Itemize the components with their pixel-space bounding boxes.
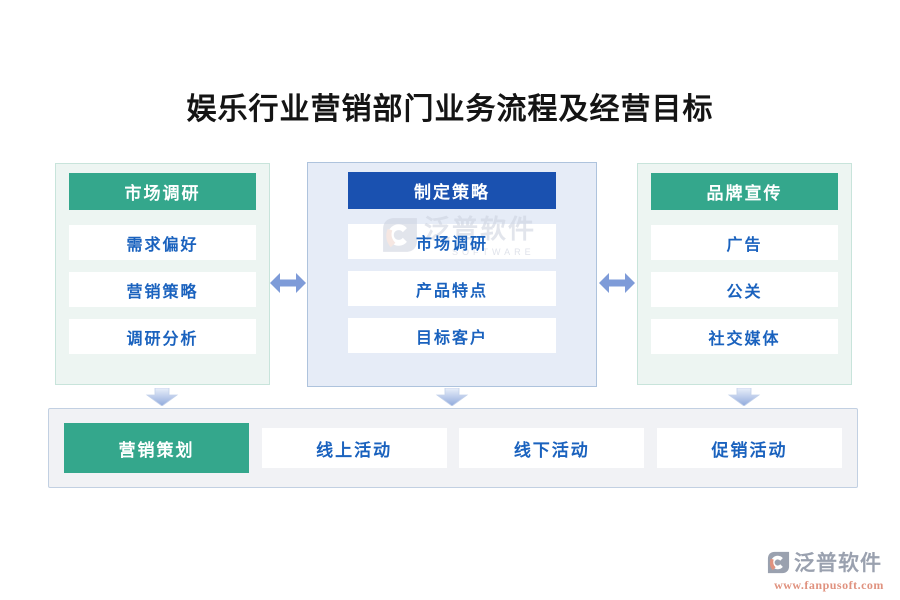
panel-header: 品牌宣传 — [651, 173, 838, 210]
flow-item: 公关 — [651, 272, 838, 307]
down-arrow-icon — [145, 388, 179, 406]
flow-item: 调研分析 — [69, 319, 256, 354]
panel-brand-promotion: 品牌宣传 广告 公关 社交媒体 — [637, 163, 852, 385]
footer-watermark: 泛普软件 www.fanpusoft.com — [766, 547, 892, 593]
flow-item: 营销策略 — [69, 272, 256, 307]
page-title: 娱乐行业营销部门业务流程及经营目标 — [186, 93, 714, 126]
panel-header: 市场调研 — [69, 173, 256, 210]
bottom-item-marketing-planning: 营销策划 — [64, 423, 249, 473]
bottom-item-promotion-activity: 促销活动 — [656, 428, 842, 468]
footer-brand-text: 泛普软件 — [794, 551, 882, 575]
flow-item: 产品特点 — [348, 271, 556, 306]
flow-item: 需求偏好 — [69, 225, 256, 260]
panel-market-research: 市场调研 需求偏好 营销策略 调研分析 — [55, 163, 270, 385]
flow-item: 广告 — [651, 225, 838, 260]
flow-item: 社交媒体 — [651, 319, 838, 354]
fanpu-logo-icon — [767, 551, 790, 573]
bottom-row: 营销策划 线上活动 线下活动 促销活动 — [48, 408, 858, 488]
double-arrow-icon — [599, 273, 635, 293]
flow-item: 市场调研 — [348, 224, 556, 259]
flow-item: 目标客户 — [348, 318, 556, 353]
down-arrow-icon — [727, 388, 761, 406]
bottom-item-online-activity: 线上活动 — [261, 428, 447, 468]
bottom-item-offline-activity: 线下活动 — [459, 428, 645, 468]
panel-header: 制定策略 — [348, 172, 556, 209]
down-arrow-icon — [435, 388, 469, 406]
double-arrow-icon — [270, 273, 306, 293]
panel-strategy: 制定策略 市场调研 产品特点 目标客户 泛普软件 SOFTWARE — [307, 162, 597, 387]
footer-url: www.fanpusoft.com — [774, 578, 884, 592]
